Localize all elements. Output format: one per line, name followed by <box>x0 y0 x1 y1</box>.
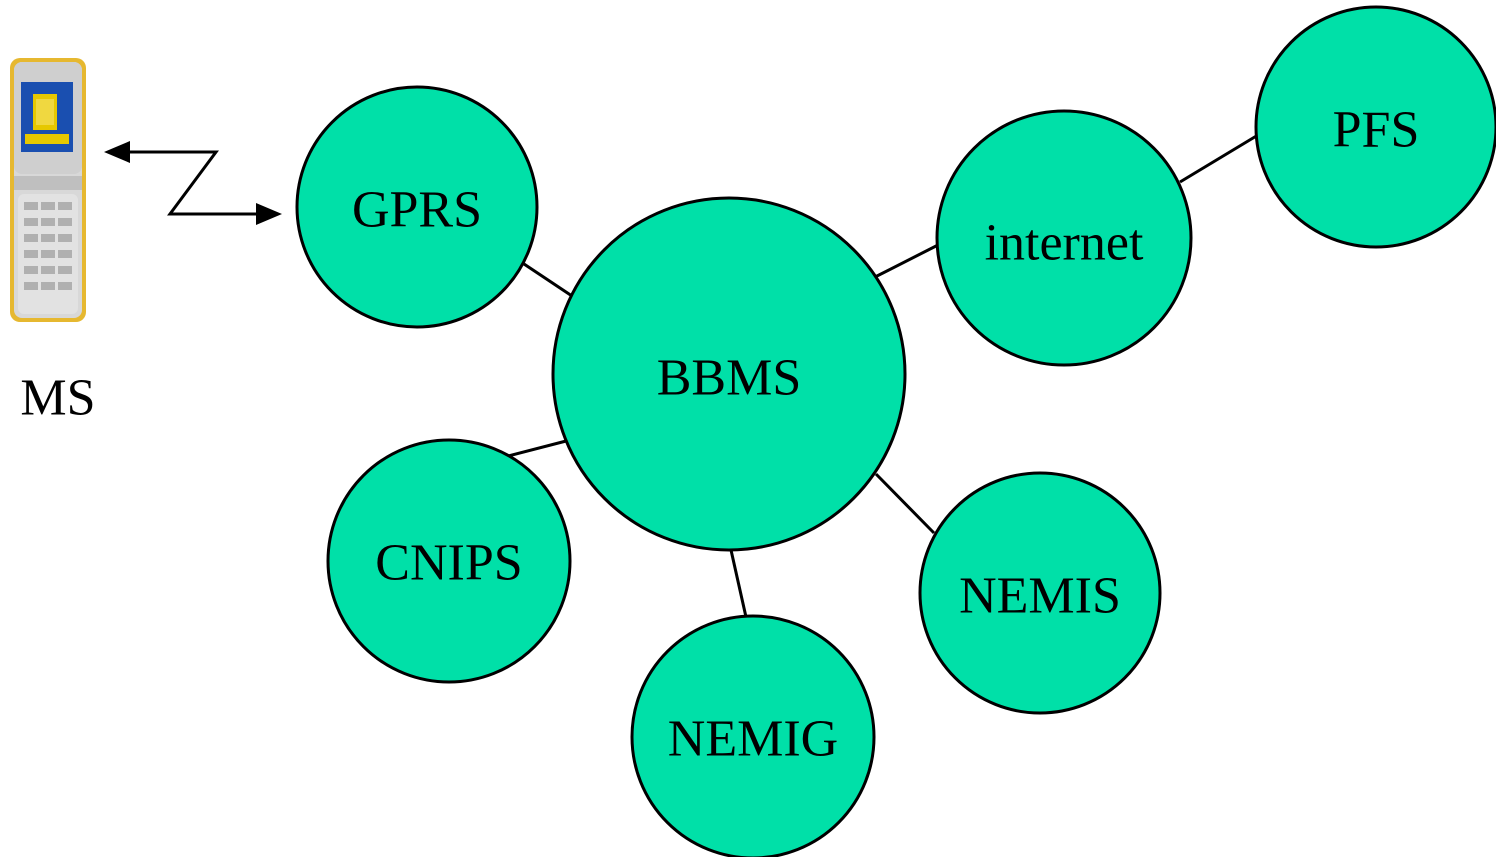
node-nemis: NEMIS <box>918 471 1162 715</box>
mobile-phone-icon <box>10 58 86 322</box>
connection-lines <box>507 133 1259 618</box>
node-label-gprs: GPRS <box>352 182 482 239</box>
node-pfs: PFS <box>1254 5 1496 249</box>
arrow-left-icon <box>104 141 130 163</box>
node-label-cnips: CNIPS <box>375 535 522 592</box>
edge-bbms-internet <box>874 242 941 279</box>
wireless-link <box>104 141 282 225</box>
node-label-nemig: NEMIG <box>668 711 838 768</box>
edge-bbms-nemis <box>874 472 936 535</box>
edge-bbms-nemig <box>729 549 748 618</box>
node-nemig: NEMIG <box>630 614 876 857</box>
node-internet: internet <box>935 109 1193 367</box>
edge-bbms-cnips <box>507 438 571 458</box>
node-bbms: BBMS <box>551 196 907 552</box>
edge-internet-pfs <box>1179 133 1259 184</box>
arrow-right-icon <box>256 203 282 225</box>
node-gprs: GPRS <box>295 85 539 329</box>
node-label-bbms: BBMS <box>657 350 802 407</box>
node-label-internet: internet <box>985 215 1144 272</box>
node-label-nemis: NEMIS <box>959 568 1121 625</box>
node-label-pfs: PFS <box>1333 102 1420 159</box>
device-label: MS <box>20 370 95 427</box>
wireless-link-zigzag <box>110 150 273 216</box>
node-cnips: CNIPS <box>326 438 572 684</box>
edge-gprs-bbms <box>523 262 573 298</box>
